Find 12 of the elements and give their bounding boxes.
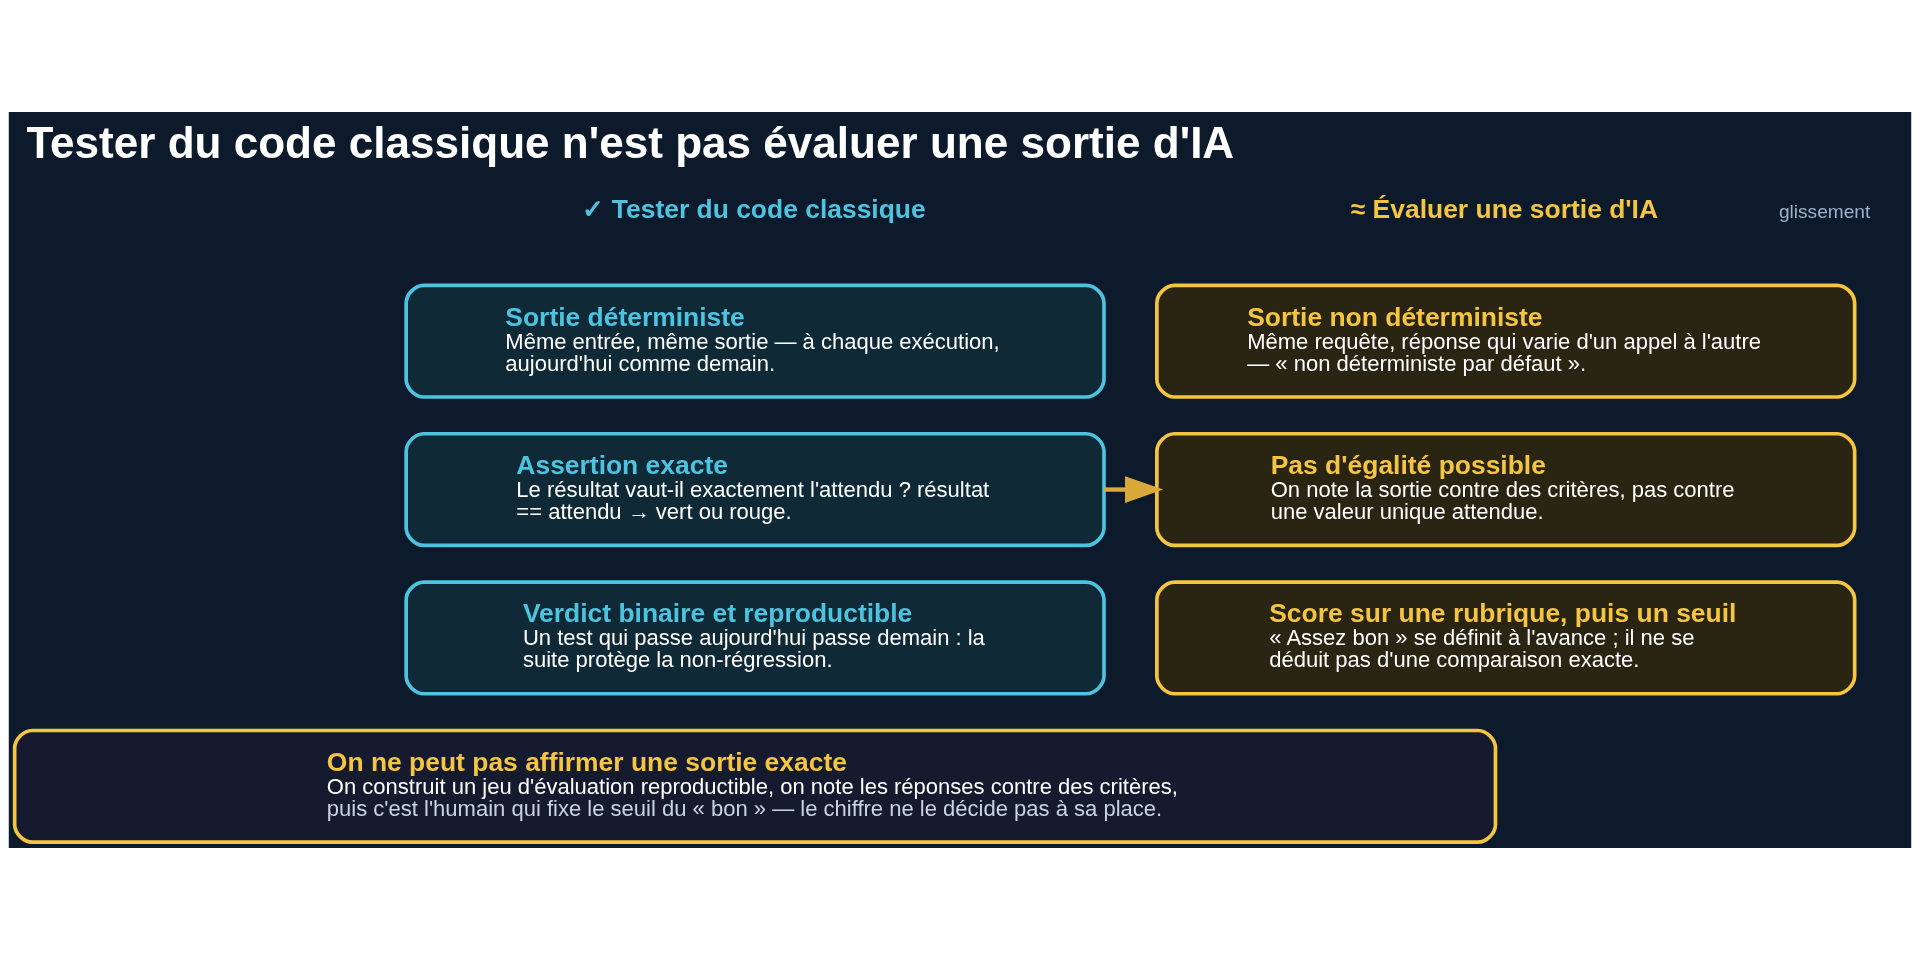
node-box: Assertion exacte Le résultat vaut-il exactement l'attendu ? résultat == attendu → vert ou rouge.	[404, 431, 1106, 548]
label: glissement	[1779, 201, 1871, 223]
node-box: Sortie déterministe Même entrée, même sortie — à chaque exécution, aujourd'hui comme demain.	[404, 283, 1106, 399]
node-box: Pas d'égalité possible On note la sortie contre des critères, pas contre une valeur unique attendue.	[1155, 431, 1857, 548]
label: ✓ Tester du code classique	[582, 194, 926, 225]
node-box: Score sur une rubrique, puis un seuil « Assez bon » se définit à l'avance ; il ne se déduit pas d'une comparaison exacte.	[1155, 580, 1857, 696]
node-box: On ne peut pas affirmer une sortie exacte On construit un jeu d'évaluation reproductible, on note les réponses contre des critères, puis c'est l'humain qui fixe le seuil du « bon » — le chiffre ne le décide pas à sa place.	[12, 728, 1498, 844]
node-box: Verdict binaire et reproductible Un test qui passe aujourd'hui passe demain : la suite protège la non-régression.	[404, 580, 1106, 696]
label: ≈ Évaluer une sortie d'IA	[1350, 194, 1659, 225]
arrow	[1104, 476, 1164, 503]
node-box: Sortie non déterministe Même requête, réponse qui varie d'un appel à l'autre — « non déterministe par défaut ».	[1155, 283, 1857, 399]
diagram-title: Tester du code classique n'est pas évaluer une sortie d'IA	[26, 117, 1235, 167]
